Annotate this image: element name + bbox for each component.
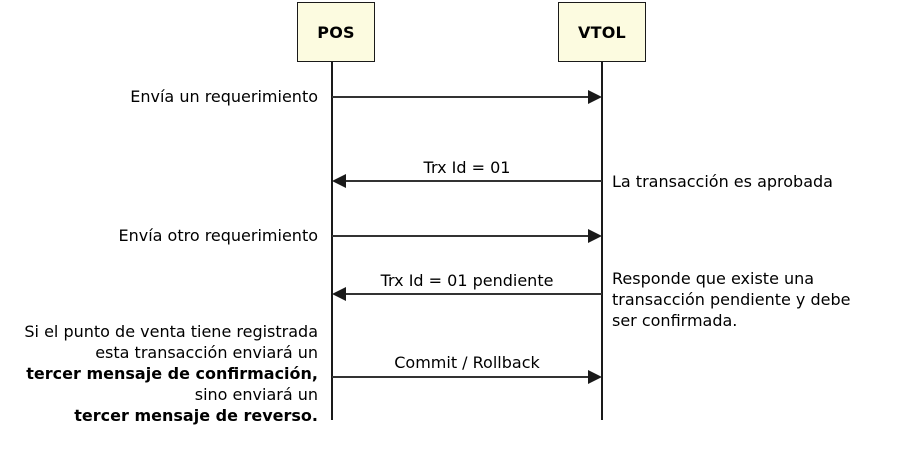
note-line: sino enviará un xyxy=(194,385,318,404)
participant-label-pos: POS xyxy=(317,22,355,42)
note-line: esta transacción enviará un xyxy=(95,343,318,362)
message-label-5: Commit / Rollback xyxy=(394,353,540,372)
note-line: Si el punto de venta tiene registrada xyxy=(24,322,318,341)
arrowhead-right-1 xyxy=(588,90,602,104)
message-label-4: Trx Id = 01 pendiente xyxy=(380,271,554,290)
message-line-2 xyxy=(340,180,602,182)
note-line: ser confirmada. xyxy=(612,311,738,330)
participant-box-pos[interactable]: POS xyxy=(297,2,375,62)
note-line: Responde que existe una xyxy=(612,269,815,288)
message-note-left-1: Envía un requerimiento xyxy=(18,86,318,107)
note-line: La transacción es aprobada xyxy=(612,172,833,191)
message-line-3 xyxy=(332,235,594,237)
lifeline-vtol xyxy=(601,62,603,420)
arrowhead-left-4 xyxy=(332,287,346,301)
message-line-5 xyxy=(332,376,594,378)
arrowhead-right-5 xyxy=(588,370,602,384)
message-note-left-3: Envía otro requerimiento xyxy=(18,225,318,246)
arrowhead-left-2 xyxy=(332,174,346,188)
message-note-right-4: Responde que existe una transacción pend… xyxy=(612,268,892,331)
message-note-right-2: La transacción es aprobada xyxy=(612,171,892,192)
note-line: tercer mensaje de confirmación, xyxy=(26,364,318,383)
note-line: Envía otro requerimiento xyxy=(118,226,318,245)
arrowhead-right-3 xyxy=(588,229,602,243)
note-line: tercer mensaje de reverso. xyxy=(74,406,318,425)
participant-label-vtol: VTOL xyxy=(578,22,626,42)
message-label-2: Trx Id = 01 xyxy=(423,158,511,177)
message-line-1 xyxy=(332,96,594,98)
note-line: Envía un requerimiento xyxy=(130,87,318,106)
lifeline-pos xyxy=(331,62,333,420)
participant-box-vtol[interactable]: VTOL xyxy=(558,2,646,62)
note-commit-explanation: Si el punto de venta tiene registrada es… xyxy=(0,321,318,426)
message-line-4 xyxy=(340,293,602,295)
note-line: transacción pendiente y debe xyxy=(612,290,851,309)
